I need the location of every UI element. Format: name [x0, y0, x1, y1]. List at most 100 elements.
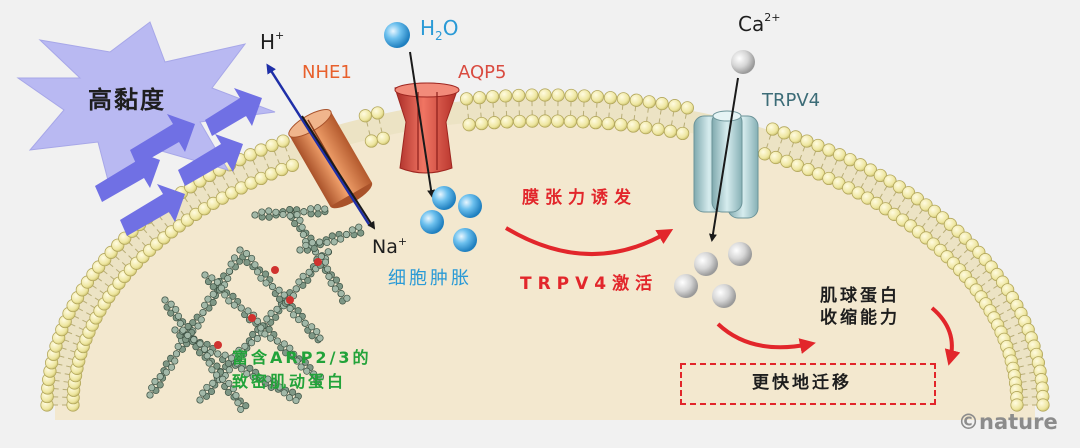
- lipid-head: [485, 90, 500, 104]
- actin-monomer: [162, 360, 170, 368]
- actin-monomer: [313, 328, 321, 336]
- lipid-head: [614, 118, 628, 132]
- actin-monomer: [275, 383, 283, 391]
- actin-monomer: [297, 363, 305, 371]
- actin-monomer: [196, 340, 204, 348]
- actin-monomer: [249, 330, 257, 339]
- actin-monomer: [325, 272, 333, 281]
- actin-monomer: [263, 315, 271, 323]
- actin-monomer: [146, 391, 154, 399]
- actin-monomer: [236, 246, 244, 254]
- actin-monomer: [314, 210, 322, 218]
- lipid-heads: [40, 88, 1050, 412]
- actin-monomer: [174, 312, 183, 320]
- cell-swelling-label: 细胞肿胀: [388, 268, 472, 289]
- actin-monomer: [327, 279, 335, 287]
- actin-monomer: [289, 388, 297, 396]
- actin-monomer: [280, 340, 288, 348]
- actin-monomer: [196, 396, 204, 404]
- actin-monomer: [246, 364, 254, 372]
- actin-monomer: [203, 383, 211, 391]
- actin-monomer: [348, 226, 356, 234]
- actin-monomer: [221, 351, 229, 359]
- nature-credit: ©nature: [958, 410, 1058, 434]
- actin-monomer: [201, 271, 209, 279]
- arp23-branch-node: [314, 258, 322, 266]
- actin-monomer: [258, 208, 266, 216]
- lipid-head: [513, 114, 527, 129]
- actin-monomer: [224, 388, 232, 396]
- lipid-head: [651, 122, 665, 136]
- actin-monomer: [225, 379, 233, 387]
- actin-monomer: [176, 319, 184, 328]
- lipid-head: [663, 124, 678, 138]
- actin-monomer: [295, 316, 303, 324]
- actin-monomer: [214, 350, 222, 358]
- myosin-label-line1: 肌球蛋白: [820, 286, 900, 306]
- actin-monomer: [257, 374, 265, 382]
- actin-monomer: [232, 391, 240, 400]
- calcium-ion: [674, 274, 698, 298]
- actin-monomer: [294, 307, 302, 315]
- water-molecule: [420, 210, 444, 234]
- actin-monomer: [328, 232, 336, 240]
- actin-monomer: [257, 324, 265, 332]
- actin-monomer: [298, 223, 306, 231]
- actin-monomer: [296, 216, 304, 224]
- lipid-head: [589, 116, 603, 130]
- na-ion-label: Na+: [372, 235, 408, 258]
- cytoplasm: [55, 105, 1035, 420]
- membrane-tail-band: [49, 97, 1041, 406]
- actin-monomer: [279, 211, 287, 219]
- actin-monomer: [168, 363, 176, 371]
- lipid-head: [800, 134, 814, 148]
- migration-box: [680, 363, 936, 405]
- lipid-head: [371, 106, 385, 120]
- calcium-to-contraction-arrow: [716, 322, 816, 354]
- actin-monomer: [292, 285, 300, 293]
- actin-monomer: [179, 326, 187, 334]
- actin-monomer: [244, 307, 252, 315]
- lipid-head: [472, 91, 487, 105]
- actin-monomer: [331, 285, 339, 293]
- actin-monomer: [270, 378, 278, 386]
- actin-monomer: [229, 292, 237, 300]
- lipid-head: [676, 126, 690, 141]
- actin-monomer: [324, 265, 332, 273]
- actin-monomer: [213, 362, 221, 370]
- myosin-label-line2: 收缩能力: [820, 308, 900, 328]
- actin-monomer: [201, 345, 209, 353]
- h-ion-arrow: [266, 63, 372, 227]
- actin-monomer: [301, 319, 309, 327]
- actin-monomer: [243, 370, 251, 378]
- actin-monomer: [209, 298, 217, 307]
- actin-monomer: [269, 283, 277, 291]
- lipid-head: [789, 130, 803, 144]
- actin-monomer: [286, 212, 294, 220]
- actin-monomer: [321, 205, 329, 213]
- calcium-ion: [694, 252, 718, 276]
- actin-monomer: [314, 204, 322, 212]
- actin-monomer: [330, 238, 338, 246]
- actin-monomer: [201, 301, 209, 309]
- arp23-branch-node: [271, 266, 279, 274]
- lipid-head: [639, 120, 653, 135]
- actin-monomer: [357, 229, 365, 237]
- actin-monomer: [184, 322, 192, 331]
- actin-monomer: [240, 350, 248, 358]
- actin-monomer: [167, 309, 175, 317]
- actin-monomer: [321, 258, 330, 266]
- actin-monomer: [285, 394, 294, 402]
- actin-monomer: [209, 283, 217, 291]
- membrane-tension-label: 膜张力诱发: [522, 188, 637, 208]
- lipid-head: [500, 115, 514, 129]
- aqp5-label: AQP5: [458, 62, 507, 83]
- actin-monomer: [253, 335, 261, 343]
- lipid-head: [512, 88, 526, 103]
- actin-monomer: [230, 301, 238, 309]
- lipid-head: [680, 101, 694, 115]
- actin-monomer: [247, 339, 256, 347]
- lipid-head: [1036, 398, 1050, 412]
- arp23-branch-node: [214, 341, 222, 349]
- actin-monomer: [209, 379, 217, 387]
